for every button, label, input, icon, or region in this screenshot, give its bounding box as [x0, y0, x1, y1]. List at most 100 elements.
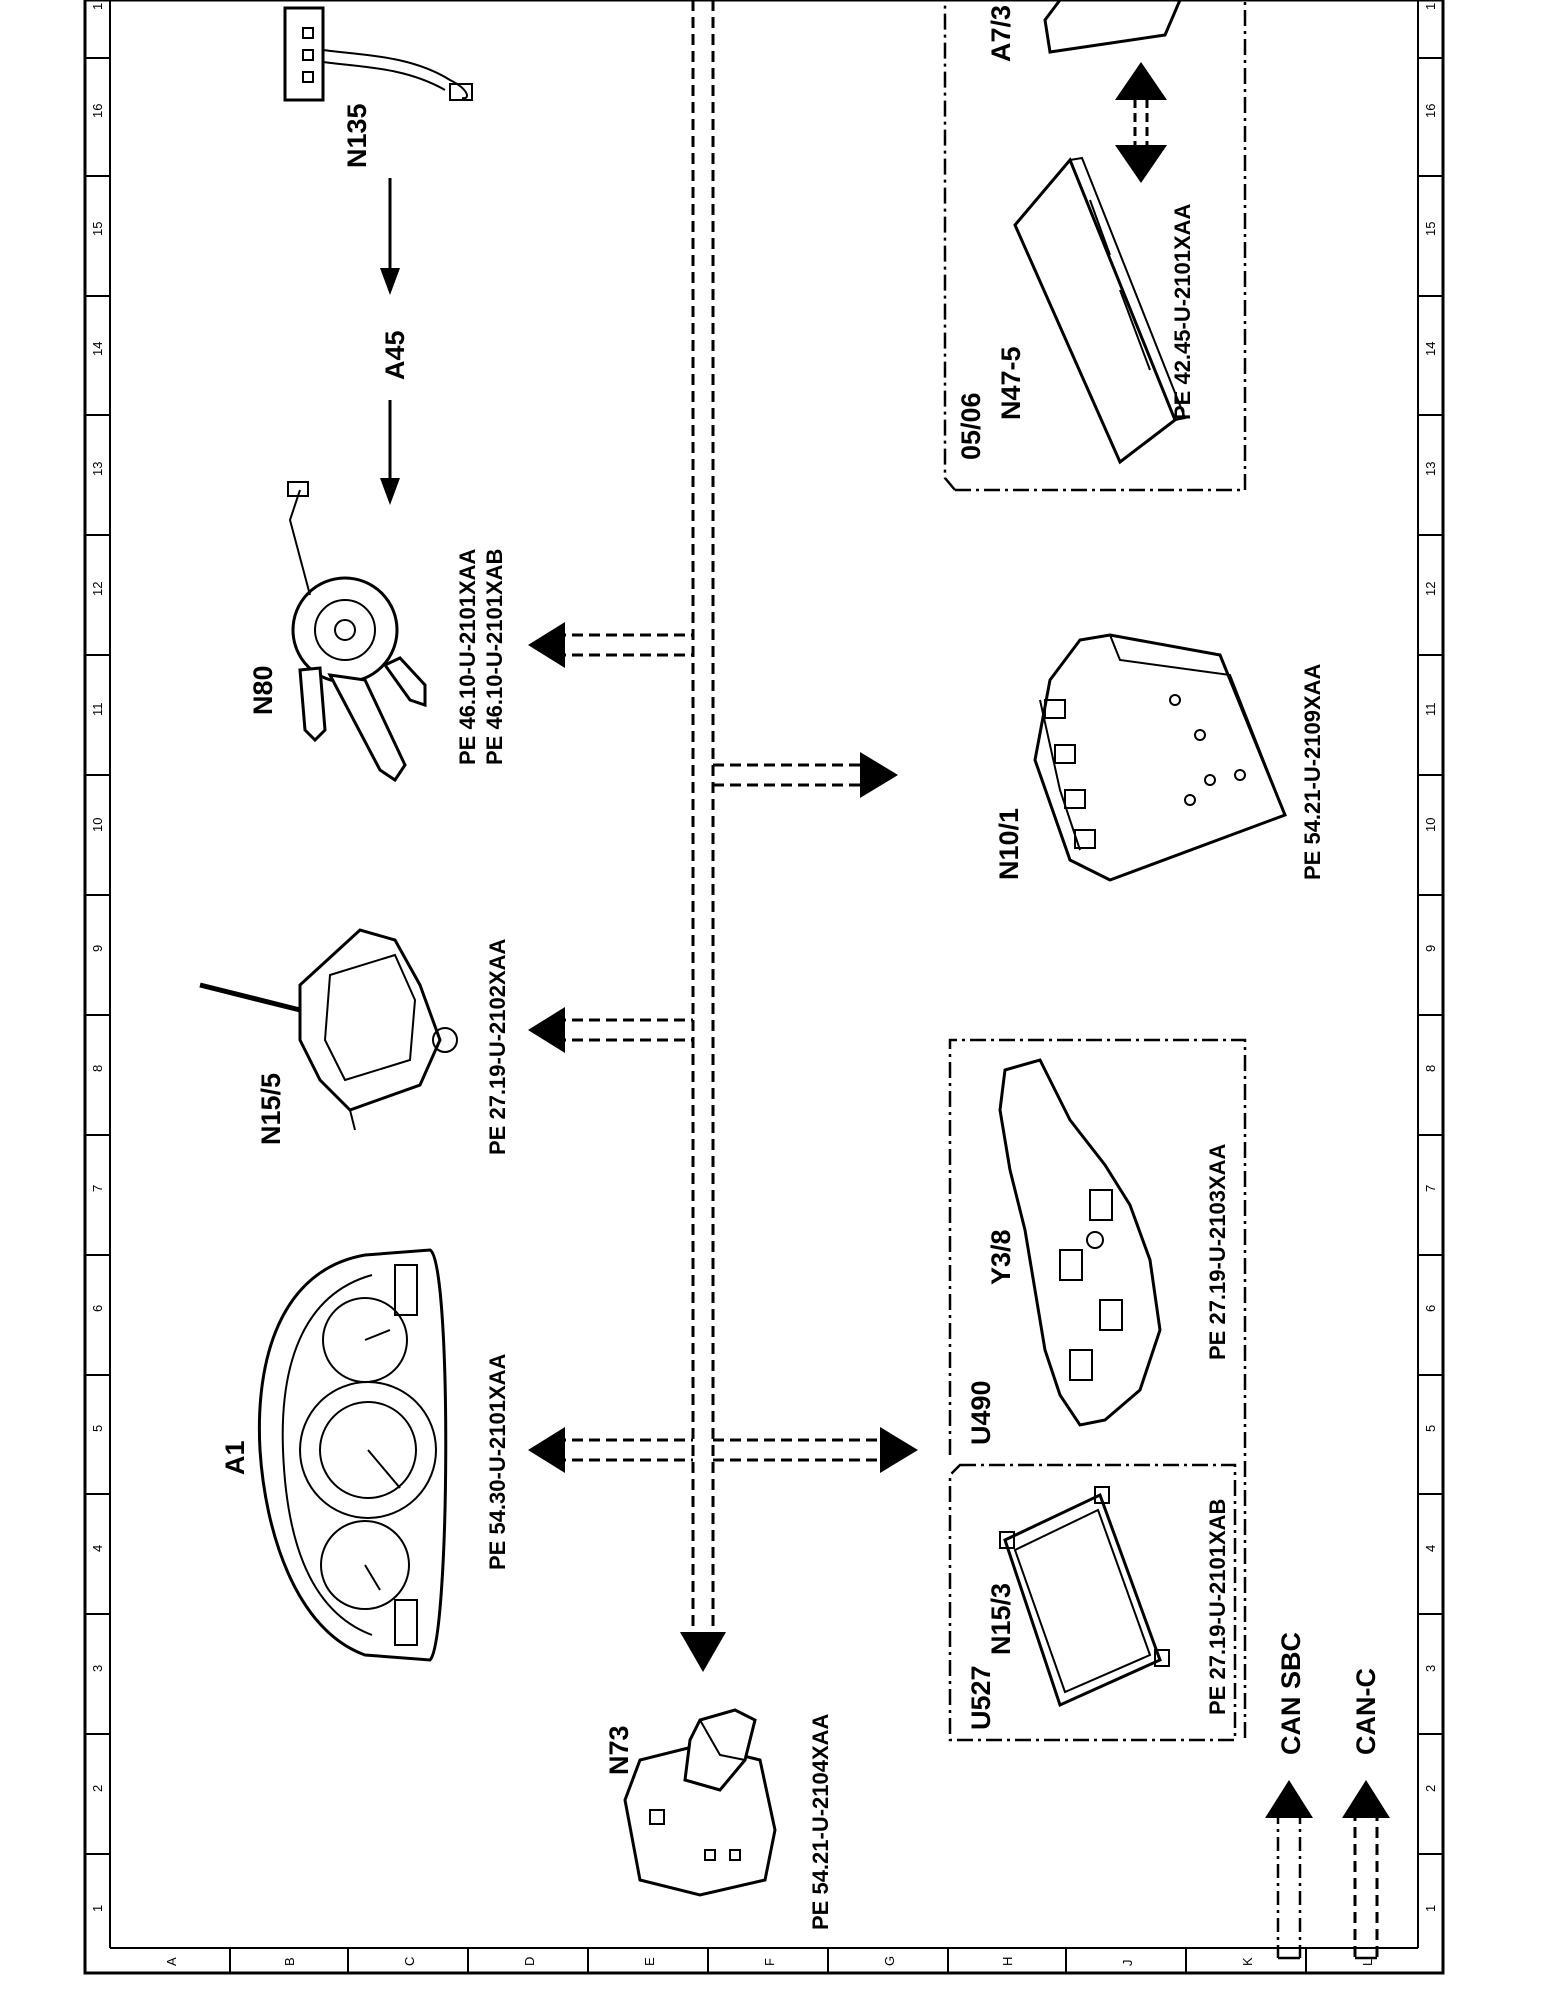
component-label-n135: N135 [342, 103, 372, 168]
grid-number: 6 [1423, 1305, 1438, 1312]
grid-letter: L [1360, 1959, 1375, 1966]
grid-number: 3 [1423, 1665, 1438, 1672]
reference-y3-8: PE 27.19-U-2103XAA [1205, 1143, 1230, 1360]
u527-group-box [948, 1463, 1237, 1742]
grid-number-ticks [85, 57, 1443, 1855]
component-label-n15-5: N15/5 [256, 1073, 286, 1145]
grid-letter: J [1120, 1960, 1135, 1967]
grid-number: 8 [90, 1065, 105, 1072]
grid-number: 14 [1423, 342, 1438, 356]
grid-letter-ticks [229, 1948, 1307, 1973]
grid-letter: B [282, 1957, 297, 1966]
connector-n135-drawing [283, 6, 473, 102]
grid-letter: G [882, 1956, 897, 1966]
arrow-to-n73 [680, 1632, 726, 1672]
arrow-to-a1 [528, 1427, 565, 1473]
legend-can-sbc-symbol [1265, 1780, 1313, 1960]
a7-3-partial-drawing [1043, 0, 1182, 54]
component-label-a45: A45 [380, 330, 410, 380]
grid-letter: K [1240, 1957, 1255, 1966]
grid-number: 3 [90, 1665, 105, 1672]
grid-number: 7 [1423, 1185, 1438, 1192]
arrow-to-n10-1 [860, 752, 898, 798]
grid-number: 11 [1423, 703, 1438, 717]
grid-number: 9 [1423, 945, 1438, 952]
ignition-switch-drawing [623, 1708, 777, 1897]
grid-number: 13 [1423, 462, 1438, 476]
bus-arrowheads [528, 622, 918, 1672]
grid-numbers-left: 1 2 3 4 5 6 7 8 9 10 11 12 13 14 15 16 1 [90, 3, 105, 1912]
arrow-to-u490 [880, 1427, 918, 1473]
grid-number: 1 [90, 3, 105, 10]
grid-numbers-right: 1 2 3 4 5 6 7 8 9 10 11 12 13 14 15 16 1 [1423, 3, 1438, 1912]
grid-number: 9 [90, 945, 105, 952]
grid-number: 12 [1423, 582, 1438, 596]
transmission-control-unit-drawing [999, 1486, 1170, 1708]
grid-number: 6 [90, 1305, 105, 1312]
reference-n80-2: PE 46.10-U-2101XAB [482, 549, 507, 765]
grid-number: 7 [90, 1185, 105, 1192]
component-label-n80: N80 [248, 665, 278, 715]
legend-can-c-symbol [1342, 1780, 1390, 1960]
can-bus-trunk [555, 0, 880, 1630]
grid-number: 11 [90, 703, 105, 717]
bidirectional-arrow [1115, 62, 1167, 183]
component-label-a1: A1 [220, 1440, 250, 1475]
reference-a1: PE 54.30-U-2101XAA [485, 1353, 510, 1570]
arrow-to-n80 [528, 622, 565, 668]
grid-number: 10 [1423, 818, 1438, 832]
sheet-frame [83, 0, 1445, 1975]
legend-label-can-sbc: CAN SBC [1276, 1632, 1306, 1755]
steering-column-module-drawing [287, 481, 427, 783]
component-label-a7-3: A7/3 [986, 5, 1016, 62]
reference-n15-3: PE 27.19-U-2101XAB [1205, 1499, 1230, 1715]
grid-number: 12 [90, 582, 105, 596]
grid-number: 5 [1423, 1425, 1438, 1432]
group-label-from-date: 05/06 [956, 392, 986, 460]
grid-number: 16 [90, 104, 105, 118]
grid-number: 2 [1423, 1785, 1438, 1792]
grid-number: 14 [90, 342, 105, 356]
reference-n47-5: PE 42.45-U-2101XAA [1170, 203, 1195, 420]
grid-number: 1 [1423, 1905, 1438, 1912]
reference-n80-1: PE 46.10-U-2101XAA [455, 548, 480, 765]
legend-label-can-c: CAN-C [1351, 1668, 1381, 1755]
reference-n73: PE 54.21-U-2104XAA [808, 1713, 833, 1930]
group-label-u490: U490 [966, 1380, 996, 1445]
arrow-to-n15-5 [528, 1007, 565, 1053]
grid-number: 8 [1423, 1065, 1438, 1072]
grid-number: 4 [1423, 1545, 1438, 1552]
u490-group-box [948, 1038, 1247, 1740]
component-label-y3-8: Y3/8 [986, 1229, 1016, 1285]
grid-number: 10 [90, 818, 105, 832]
component-label-n47-5: N47-5 [996, 346, 1026, 420]
grid-letters-bottom: A B C D E F G H J K L [164, 1956, 1375, 1966]
grid-number: 2 [90, 1785, 105, 1792]
component-label-n73: N73 [604, 1725, 634, 1775]
grid-letter: F [762, 1958, 777, 1966]
grid-letter: E [642, 1957, 657, 1966]
group-label-u527: U527 [966, 1665, 996, 1730]
reference-n10-1: PE 54.21-U-2109XAA [1300, 663, 1325, 880]
grid-number: 5 [90, 1425, 105, 1432]
instrument-cluster-drawing [257, 1248, 448, 1662]
valve-body-drawing [998, 1058, 1162, 1427]
component-label-n15-3: N15/3 [986, 1583, 1016, 1655]
grid-letter: H [1000, 1957, 1015, 1966]
grid-number: 15 [1423, 222, 1438, 236]
sam-module-drawing [1033, 633, 1287, 882]
reference-n15-5: PE 27.19-U-2102XAA [485, 938, 510, 1155]
grid-letter: A [164, 1957, 179, 1966]
a45-direction-arrows [380, 178, 400, 505]
grid-number: 13 [90, 462, 105, 476]
grid-number: 1 [90, 1905, 105, 1912]
n47-5-group-box [943, 0, 1247, 492]
esp-control-unit-drawing [1013, 156, 1187, 465]
grid-letter: D [522, 1957, 537, 1966]
grid-number: 15 [90, 222, 105, 236]
component-label-n10-1: N10/1 [994, 808, 1024, 880]
grid-number: 16 [1423, 104, 1438, 118]
grid-letter: C [402, 1957, 417, 1966]
grid-number: 4 [90, 1545, 105, 1552]
